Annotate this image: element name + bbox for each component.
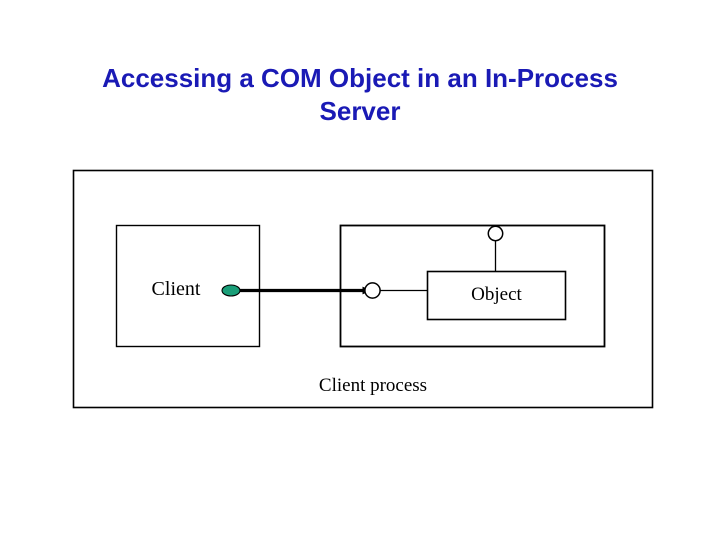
object-box-label: Object [471,284,522,305]
object-box [426,270,567,321]
page-title: Accessing a COM Object in an In-Process … [102,63,618,126]
client-connector-dot-icon [221,284,241,297]
object-top-interface-lollipop-icon [487,225,504,242]
server-interface-lollipop-icon [364,282,381,299]
client-box-label: Client [151,278,201,300]
client-process-label: Client process [318,375,428,396]
